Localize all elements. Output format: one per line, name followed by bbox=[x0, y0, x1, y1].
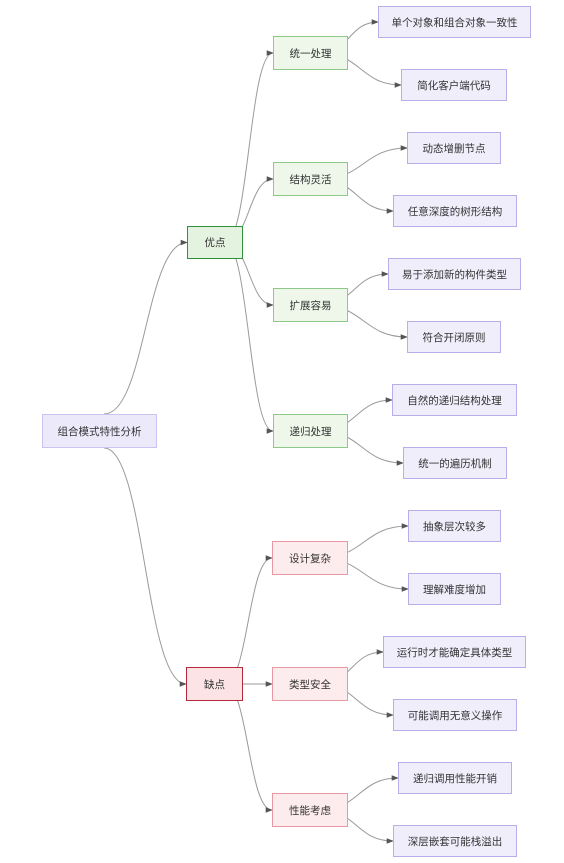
edge-pros-3 bbox=[224, 242, 274, 434]
con-type-safety-node: 类型安全 bbox=[272, 667, 348, 701]
leaf-dynamic-nodes: 动态增删节点 bbox=[407, 132, 501, 164]
leaf-recursion-overhead: 递归调用性能开销 bbox=[398, 762, 512, 794]
con-performance-node: 性能考虑 bbox=[272, 793, 348, 827]
pro-extensible-node: 扩展容易 bbox=[273, 288, 348, 322]
edge-cons-2 bbox=[224, 683, 273, 813]
leaf-meaningless-ops: 可能调用无意义操作 bbox=[393, 699, 517, 731]
edge-pros-0 bbox=[224, 50, 274, 243]
leaf-understanding-difficulty: 理解难度增加 bbox=[408, 573, 501, 605]
root-node: 组合模式特性分析 bbox=[42, 414, 157, 448]
leaf-any-depth-tree: 任意深度的树形结构 bbox=[393, 195, 517, 227]
leaf-unified-traversal: 统一的遍历机制 bbox=[403, 447, 507, 479]
edge-cons-0 bbox=[224, 555, 273, 685]
leaf-open-closed: 符合开闭原则 bbox=[407, 321, 501, 353]
edge-root-cons bbox=[103, 447, 187, 687]
edge-root-pros bbox=[103, 239, 188, 415]
pro-flexible-node: 结构灵活 bbox=[273, 162, 348, 196]
leaf-runtime-type: 运行时才能确定具体类型 bbox=[383, 636, 526, 668]
con-complex-design-node: 设计复杂 bbox=[272, 541, 348, 575]
cons-node: 缺点 bbox=[186, 667, 243, 701]
pro-recursive-node: 递归处理 bbox=[273, 414, 348, 448]
leaf-simplify-client: 简化客户端代码 bbox=[401, 69, 507, 101]
leaf-consistency: 单个对象和组合对象一致性 bbox=[378, 6, 531, 38]
leaf-new-component-types: 易于添加新的构件类型 bbox=[388, 258, 521, 290]
pros-node: 优点 bbox=[187, 226, 243, 259]
pro-unified-node: 统一处理 bbox=[273, 36, 348, 70]
leaf-stack-overflow: 深层嵌套可能栈溢出 bbox=[393, 825, 517, 857]
leaf-natural-recursion: 自然的递归结构处理 bbox=[392, 384, 517, 416]
leaf-abstraction-levels: 抽象层次较多 bbox=[408, 510, 501, 542]
